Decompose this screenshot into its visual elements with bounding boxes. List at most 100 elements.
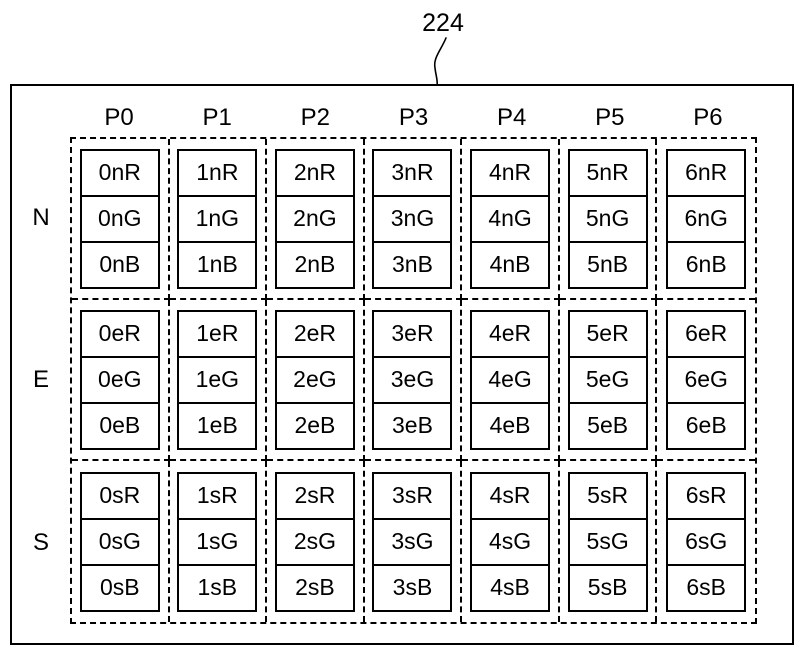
signal-cell-6eG: 6eG [668,358,745,404]
signal-cell-4sB: 4sB [490,574,530,600]
signal-cell-4nG: 4nG [472,197,549,243]
signal-cell-2nB: 2nB [294,251,336,277]
signal-cell-0sG: 0sG [81,520,158,566]
signal-cell-3sR: 3sR [374,474,451,520]
signal-cell-0nG: 0nG [81,197,158,243]
signal-cell-2eB: 2eB [294,412,336,438]
signal-cell-2nG: 2nG [276,197,353,243]
signal-cell-6nB: 6nB [685,251,727,277]
signal-cell-5sB: 5sB [587,574,628,600]
signal-cell-6eB: 6eB [685,412,727,438]
column-headers: P0 P1 P2 P3 P4 P5 P6 [70,86,757,137]
signal-cell-3eG: 3eG [374,358,451,404]
signal-cell-2eG: 2eG [276,358,353,404]
signal-cell-4nR: 4nR [472,151,549,197]
signal-cell-6nR: 6nR [668,151,745,197]
column-header-p6: P6 [693,104,723,131]
signal-cell-5nR: 5nR [569,151,646,197]
signal-cell-5eB: 5eB [587,412,629,438]
column-header-p1: P1 [202,104,232,131]
row-label-e: E [32,366,49,394]
signal-cell-4sG: 4sG [472,520,549,566]
column-header-p3: P3 [398,104,429,131]
signal-cell-1eR: 1eR [179,312,256,358]
signal-cell-0nR: 0nR [81,151,158,197]
column-header-p2: P2 [300,104,331,131]
leader-line [433,37,447,87]
signal-cell-1nB: 1nB [196,251,238,277]
column-header-p4: P4 [496,104,527,131]
signal-cell-0eR: 0eR [81,312,158,358]
signal-cell-0sB: 0sB [99,574,140,600]
signal-cell-1sR: 1sR [179,474,256,520]
column-header-p0: P0 [104,104,134,131]
signal-cell-4eG: 4eG [472,358,549,404]
signal-cell-6nG: 6nG [668,197,745,243]
row-label-n: N [32,204,50,232]
signal-cell-5sG: 5sG [569,520,646,566]
signal-cell-1sG: 1sG [179,520,256,566]
column-header-p5: P5 [595,104,625,131]
signal-cell-5nB: 5nB [587,251,629,277]
signal-cell-4sR: 4sR [472,474,549,520]
signal-cell-2nR: 2nR [276,151,353,197]
figure-reference-number: 224 [422,9,464,37]
signal-cell-5eG: 5eG [569,358,646,404]
signal-cell-0eB: 0eB [99,412,141,438]
signal-cell-6sG: 6sG [668,520,745,566]
signal-cell-6sB: 6sB [686,574,727,600]
signal-cell-1sB: 1sB [197,574,238,600]
signal-cell-6sR: 6sR [668,474,745,520]
row-labels: N E S [12,137,70,624]
signal-cell-4eB: 4eB [489,412,531,438]
signal-cell-3nB: 3nB [392,251,433,277]
signal-cell-2sG: 2sG [276,520,353,566]
row-label-s: S [32,528,49,556]
signal-cell-2eR: 2eR [276,312,353,358]
signal-cell-3eR: 3eR [374,312,451,358]
signal-cell-1eB: 1eB [196,412,238,438]
signal-cell-2sR: 2sR [276,474,353,520]
column-header-row: P0 P1 P2 P3 P4 P5 P6 [12,86,792,137]
signal-cell-4nB: 4nB [489,251,531,277]
corner-spacer [12,86,70,137]
signal-cell-0sR: 0sR [81,474,158,520]
